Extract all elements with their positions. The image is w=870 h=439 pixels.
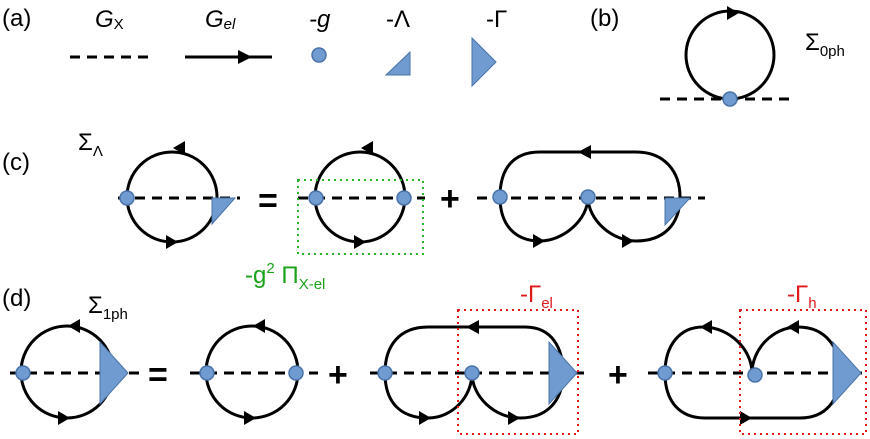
lower-right-arrow-icon: [508, 411, 520, 425]
legend-gel-label: Gel: [205, 6, 236, 33]
vertex-g-left: [492, 189, 508, 205]
legend-gamma: -Γ: [471, 6, 507, 88]
upper-arrow-icon: [578, 145, 591, 159]
sigma-0ph-label: Σ0ph: [805, 29, 845, 60]
loop-arrow-icon: [361, 141, 373, 155]
polarization-highlight-box: [297, 179, 424, 255]
plus-sign: +: [440, 180, 460, 218]
vertex-gamma-triangle: [832, 340, 862, 406]
diagram-sigma-0ph: [660, 6, 795, 107]
lower-right-arrow-icon: [622, 234, 634, 248]
legend-lambda-triangle: [384, 50, 411, 76]
vertex-g: [15, 365, 31, 381]
vertex-gamma-triangle: [548, 340, 578, 406]
diagram-bare-bubble: [190, 319, 318, 425]
loop-arrow-icon: [68, 319, 80, 333]
vertex-g: [119, 190, 135, 206]
legend-arrow-icon: [238, 50, 252, 64]
vertex-g-right: [396, 190, 412, 206]
vertex-g-right: [288, 365, 304, 381]
electron-loop: [684, 9, 776, 101]
loop-arrow-icon: [253, 319, 265, 333]
legend-lambda-label: -Λ: [386, 6, 410, 33]
loop-arrow-icon-lower: [58, 411, 70, 425]
lower-left-arrow-icon: [419, 411, 431, 425]
vertex-g-left: [308, 190, 324, 206]
electron-upper-right-arc: [750, 325, 842, 374]
vertex-gamma-triangle: [99, 340, 129, 406]
vertex-g-left: [199, 365, 215, 381]
diagram-sigma-lambda: [118, 141, 240, 249]
vertex-lambda-triangle: [664, 197, 692, 227]
gamma-h-label: -Γh: [787, 281, 817, 312]
loop-arrow-icon-lower: [354, 235, 366, 249]
diagram-gamma-h-correction: [648, 309, 867, 435]
plus-sign-1: +: [328, 356, 348, 394]
vertex-g-left: [377, 365, 393, 381]
vertex-lambda-triangle: [211, 197, 237, 226]
sigma-lambda-label: ΣΛ: [78, 129, 103, 160]
electron-lower-left-arc: [498, 196, 590, 243]
upper-arrow-icon: [466, 320, 479, 334]
upper-left-arrow-icon: [700, 320, 712, 334]
diagram-gamma-el-correction: [370, 309, 588, 435]
equals-sign: =: [148, 356, 168, 394]
gamma-el-label: -Γel: [520, 281, 553, 312]
legend-g: -g: [309, 6, 331, 63]
loop-arrow-icon-lower: [166, 235, 178, 249]
legend-vertex-circle: [311, 47, 327, 63]
vertex-g: [722, 91, 738, 107]
vertex-g-center: [580, 189, 596, 205]
loop-arrow-icon: [727, 6, 739, 20]
legend-lambda: -Λ: [384, 6, 411, 76]
legend-gamma-triangle: [471, 36, 497, 88]
electron-lower-right-arc: [586, 196, 682, 243]
lower-left-arrow-icon: [533, 234, 545, 248]
lower-arrow-icon: [740, 411, 752, 425]
panel-label-b: (b): [590, 5, 619, 32]
panel-label-d: (d): [2, 285, 31, 312]
vertex-g-center: [747, 367, 763, 383]
diagram-sigma-1ph: [10, 319, 140, 425]
vertex-g-left: [657, 365, 673, 381]
legend-g-label: -g: [309, 6, 331, 33]
gamma-h-highlight-box: [739, 309, 867, 435]
loop-arrow-icon-lower: [244, 411, 256, 425]
vertex-g-center: [464, 365, 480, 381]
gamma-el-highlight-box: [457, 309, 579, 435]
upper-right-arrow-icon: [787, 320, 799, 334]
equals-sign: =: [258, 182, 278, 220]
legend-gx-label: GX: [95, 6, 124, 33]
sigma-1ph-label: Σ1ph: [88, 292, 128, 323]
panel-label-a: (a): [2, 5, 31, 32]
panel-label-c: (c): [2, 149, 30, 176]
diagram-lambda-vertex-correction: [477, 145, 705, 248]
electron-upper-left-arc: [663, 325, 754, 374]
legend-gamma-label: -Γ: [486, 6, 507, 33]
loop-arrow-icon: [173, 141, 185, 155]
legend-gel: Gel: [185, 6, 272, 64]
polarization-label: -g2 ΠX-el: [245, 260, 325, 293]
diagram-polarization-bubble: [297, 141, 425, 255]
legend-gx: GX: [70, 6, 148, 59]
plus-sign-2: +: [608, 356, 628, 394]
